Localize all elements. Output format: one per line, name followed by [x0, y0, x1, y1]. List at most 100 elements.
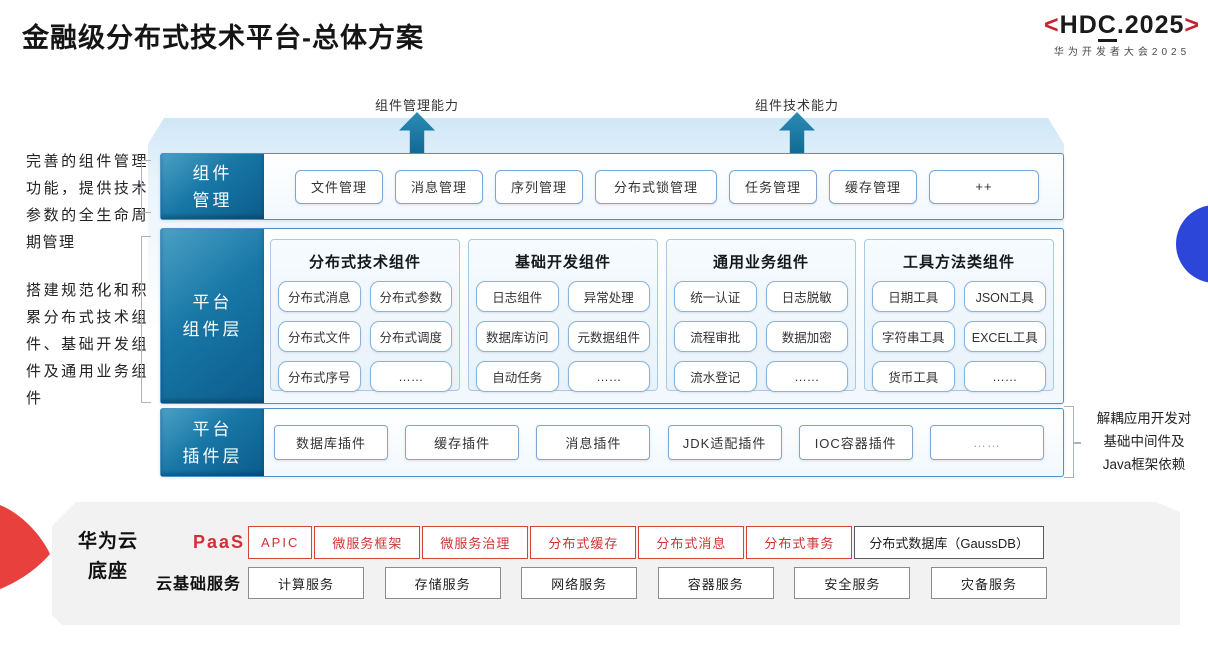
paas-service: APIC: [248, 526, 313, 559]
hdc-logo-subtitle: 华为开发者大会2025: [1053, 47, 1191, 58]
row-label-line: 组件: [192, 163, 233, 183]
row-component-management: 组件 管理 文件管理 消息管理 序列管理 分布式锁管理 任务管理 缓存管理 ++: [160, 153, 1064, 220]
plugin-item: 数据库插件: [274, 425, 388, 460]
note-line: Java框架依赖: [1102, 457, 1186, 472]
row-platform-plugins: 平台 插件层 数据库插件 缓存插件 消息插件 JDK适配插件 IOC容器插件 ……: [160, 408, 1064, 477]
column-distributed-tech: 分布式技术组件 分布式消息 分布式参数 分布式文件 分布式调度 分布式序号 ……: [270, 239, 460, 392]
component-cell: 分布式参数: [369, 281, 452, 312]
row-label-platform-components: 平台 组件层: [161, 229, 264, 403]
component-cell: 字符串工具: [872, 321, 955, 352]
logo-2025: .2025: [1116, 11, 1185, 39]
management-item: 序列管理: [495, 169, 584, 204]
note-decoupling: 解耦应用开发对 基础中间件及 Java框架依赖: [1083, 407, 1205, 476]
foundation-label-line: 华为云: [77, 531, 138, 552]
component-columns: 分布式技术组件 分布式消息 分布式参数 分布式文件 分布式调度 分布式序号 ………: [264, 229, 1063, 403]
component-cell: 分布式序号: [278, 361, 361, 392]
management-item-plus: ++: [929, 169, 1039, 204]
component-cell: 分布式文件: [278, 321, 361, 352]
component-cell: 数据库访问: [476, 321, 559, 352]
component-cell: 元数据组件: [567, 321, 650, 352]
component-cell-ellipsis: ……: [369, 361, 452, 392]
blue-circle-decoration: [1176, 205, 1208, 283]
component-cell: JSON工具: [963, 281, 1046, 312]
component-cell: 流水登记: [674, 361, 757, 392]
component-cell-ellipsis: ……: [765, 361, 848, 392]
red-arrow-wedge-icon: [0, 505, 50, 589]
cloud-services-row: 计算服务 存储服务 网络服务 容器服务 安全服务 灾备服务: [248, 567, 1047, 599]
component-cell: 分布式消息: [278, 281, 361, 312]
row-label-line: 管理: [192, 190, 233, 210]
column-header: 通用业务组件: [712, 254, 809, 271]
note-line: 基础中间件及: [1103, 434, 1185, 449]
column-common-business: 通用业务组件 统一认证 日志脱敏 流程审批 数据加密 流水登记 ……: [666, 239, 856, 392]
note-line: 解耦应用开发对: [1096, 411, 1192, 426]
management-item: 分布式锁管理: [595, 169, 718, 204]
foundation-label-line: 底座: [87, 561, 128, 582]
plugin-item: IOC容器插件: [798, 425, 913, 460]
column-header: 工具方法类组件: [902, 254, 1015, 271]
note-component-management: 完善的组件管理功能，提供技术参数的全生命周期管理: [26, 153, 148, 251]
management-item: 消息管理: [395, 169, 484, 204]
component-cell: 日志脱敏: [765, 281, 848, 312]
paas-label: PaaS: [193, 532, 246, 552]
component-cell: 统一认证: [674, 281, 757, 312]
row-label-line: 组件层: [182, 320, 243, 339]
row-platform-components: 平台 组件层 分布式技术组件 分布式消息 分布式参数 分布式文件 分布式调度 分…: [160, 228, 1064, 404]
cloud-service: 容器服务: [657, 567, 774, 599]
paas-service: 分布式事务: [746, 526, 853, 559]
component-cell: EXCEL工具: [963, 321, 1046, 352]
component-cell: 自动任务: [476, 361, 559, 392]
arrow-label-technology: 组件技术能力: [754, 98, 839, 113]
row-label-component-management: 组件 管理: [161, 154, 264, 219]
column-grid: 分布式消息 分布式参数 分布式文件 分布式调度 分布式序号 ……: [278, 281, 452, 392]
plugin-items: 数据库插件 缓存插件 消息插件 JDK适配插件 IOC容器插件 ……: [264, 409, 1063, 476]
column-header: 分布式技术组件: [308, 254, 421, 271]
plugin-item: 消息插件: [536, 425, 651, 460]
component-cell: 分布式调度: [369, 321, 452, 352]
paas-service: 分布式消息: [638, 526, 745, 559]
logo-left-bracket: <: [1044, 11, 1060, 39]
left-bracket-row1: [134, 160, 151, 213]
cloud-service: 安全服务: [794, 567, 911, 599]
paas-service: 微服务框架: [314, 526, 421, 559]
logo-right-bracket: >: [1184, 11, 1200, 39]
column-header: 基础开发组件: [514, 254, 611, 271]
row-label-platform-plugins: 平台 插件层: [161, 409, 264, 476]
column-grid: 日期工具 JSON工具 字符串工具 EXCEL工具 货币工具 ……: [872, 281, 1046, 392]
management-item: 缓存管理: [829, 169, 918, 204]
cloud-service: 计算服务: [248, 567, 364, 599]
component-cell-ellipsis: ……: [963, 361, 1046, 392]
arrow-label-management: 组件管理能力: [374, 98, 459, 113]
plugin-item: JDK适配插件: [667, 425, 782, 460]
management-item: 任务管理: [729, 169, 818, 204]
component-cell: 异常处理: [567, 281, 650, 312]
column-grid: 统一认证 日志脱敏 流程审批 数据加密 流水登记 ……: [674, 281, 848, 392]
cloud-service: 存储服务: [384, 567, 501, 599]
left-bracket-row2: [134, 236, 151, 403]
plugin-item-ellipsis: ……: [929, 425, 1044, 460]
component-cell: 货币工具: [872, 361, 955, 392]
cloud-service: 网络服务: [521, 567, 638, 599]
page-title: 金融级分布式技术平台-总体方案: [22, 23, 424, 53]
logo-hd: HD: [1059, 11, 1098, 39]
component-cell: 日期工具: [872, 281, 955, 312]
row-label-line: 插件层: [182, 446, 243, 466]
column-basic-dev: 基础开发组件 日志组件 异常处理 数据库访问 元数据组件 自动任务 ……: [468, 239, 658, 392]
huawei-cloud-foundation-panel: [52, 502, 1180, 625]
column-grid: 日志组件 异常处理 数据库访问 元数据组件 自动任务 ……: [476, 281, 650, 392]
paas-service: 分布式缓存: [530, 526, 637, 559]
paas-service: 微服务治理: [422, 526, 529, 559]
paas-services-row: APIC 微服务框架 微服务治理 分布式缓存 分布式消息 分布式事务 分布式数据…: [248, 526, 1044, 559]
row-label-line: 平台: [192, 293, 233, 312]
note-component-building: 搭建规范化和积累分布式技术组件、基础开发组件及通用业务组件: [26, 282, 148, 407]
component-cell-ellipsis: ……: [567, 361, 650, 392]
component-cell: 数据加密: [765, 321, 848, 352]
management-items: 文件管理 消息管理 序列管理 分布式锁管理 任务管理 缓存管理 ++: [264, 154, 1063, 219]
component-cell: 日志组件: [476, 281, 559, 312]
hdc-logo-text: <HDC.2025>: [1044, 10, 1200, 42]
paas-service-gaussdb: 分布式数据库（GaussDB）: [854, 526, 1044, 559]
logo-c-underlined: C: [1097, 11, 1117, 42]
plugin-item: 缓存插件: [405, 425, 520, 460]
row-label-line: 平台: [192, 419, 233, 439]
cloud-service: 灾备服务: [930, 567, 1047, 599]
